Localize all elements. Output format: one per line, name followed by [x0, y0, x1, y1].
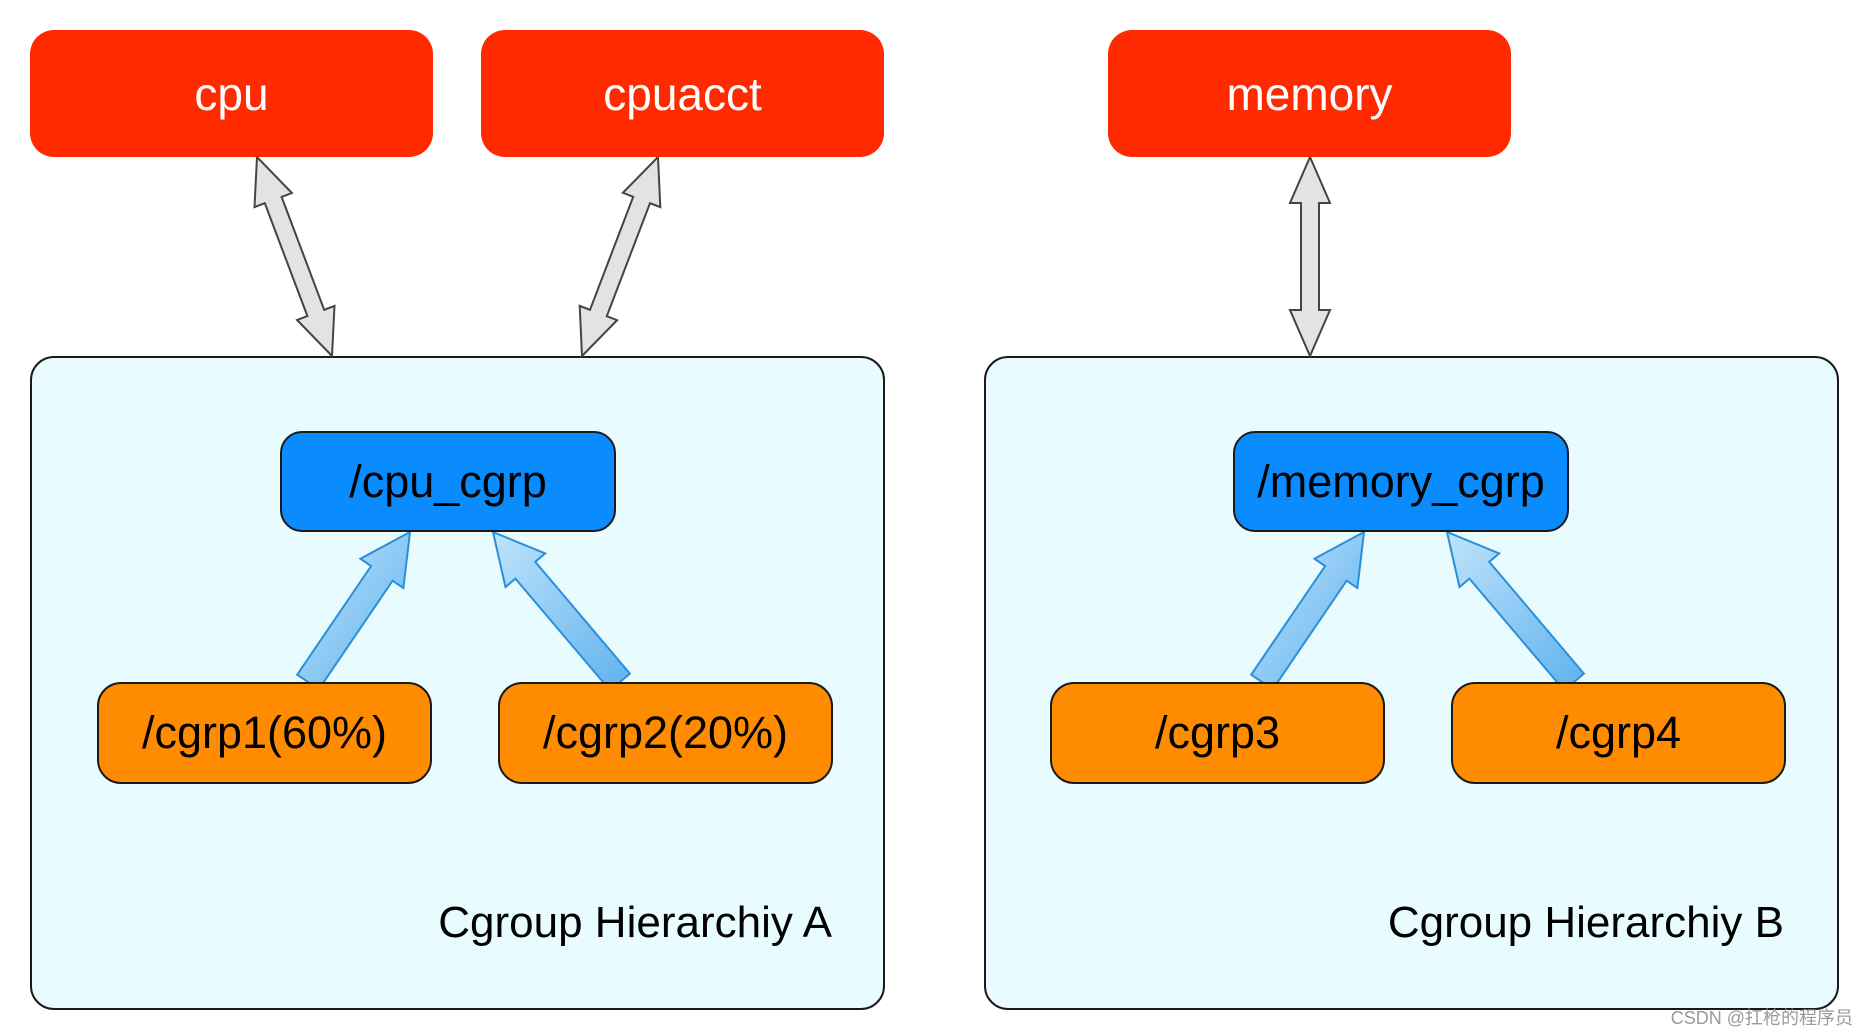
- cgroup-memory-cgrp: /memory_cgrp: [1233, 431, 1569, 532]
- cgroup-cgrp2-label: /cgrp2(20%): [542, 707, 789, 758]
- hierarchy-a-label: Cgroup Hierarchiy A: [438, 898, 832, 947]
- cgroup-cgrp3-label: /cgrp3: [1154, 707, 1281, 758]
- hierarchy-b-label: Cgroup Hierarchiy B: [1387, 898, 1784, 947]
- attach-arrow-cpuacct: [578, 154, 662, 359]
- cgroup-memory-cgrp-label: /memory_cgrp: [1257, 455, 1545, 507]
- cgroup-cpu-cgrp: /cpu_cgrp: [280, 431, 616, 532]
- attach-arrow-memory: [1288, 154, 1332, 359]
- attach-arrow-cpu: [253, 154, 336, 359]
- cgroup-cgrp4: /cgrp4: [1451, 682, 1786, 784]
- cgroup-cgrp1-label: /cgrp1(60%): [141, 707, 388, 758]
- child-arrow-cgrp4: [1445, 530, 1586, 692]
- cgroup-cpu-cgrp-label: /cpu_cgrp: [349, 455, 547, 507]
- subsystem-cpuacct: cpuacct: [481, 30, 884, 157]
- subsystem-memory-label: memory: [1226, 67, 1393, 120]
- cgroup-cgrp2: /cgrp2(20%): [498, 682, 833, 784]
- cgroup-cgrp1: /cgrp1(60%): [97, 682, 432, 784]
- subsystem-cpu: cpu: [30, 30, 433, 157]
- subsystem-cpu-label: cpu: [194, 67, 269, 120]
- cgroup-cgrp3: /cgrp3: [1050, 682, 1385, 784]
- subsystem-cpuacct-label: cpuacct: [603, 67, 762, 120]
- subsystem-memory: memory: [1108, 30, 1511, 157]
- child-arrow-cgrp1: [295, 530, 412, 691]
- child-arrow-cgrp3: [1249, 530, 1366, 691]
- child-arrow-cgrp2: [491, 530, 632, 692]
- watermark-text: CSDN @扛枪的程序员: [1670, 1008, 1853, 1028]
- cgroup-cgrp4-label: /cgrp4: [1555, 707, 1682, 758]
